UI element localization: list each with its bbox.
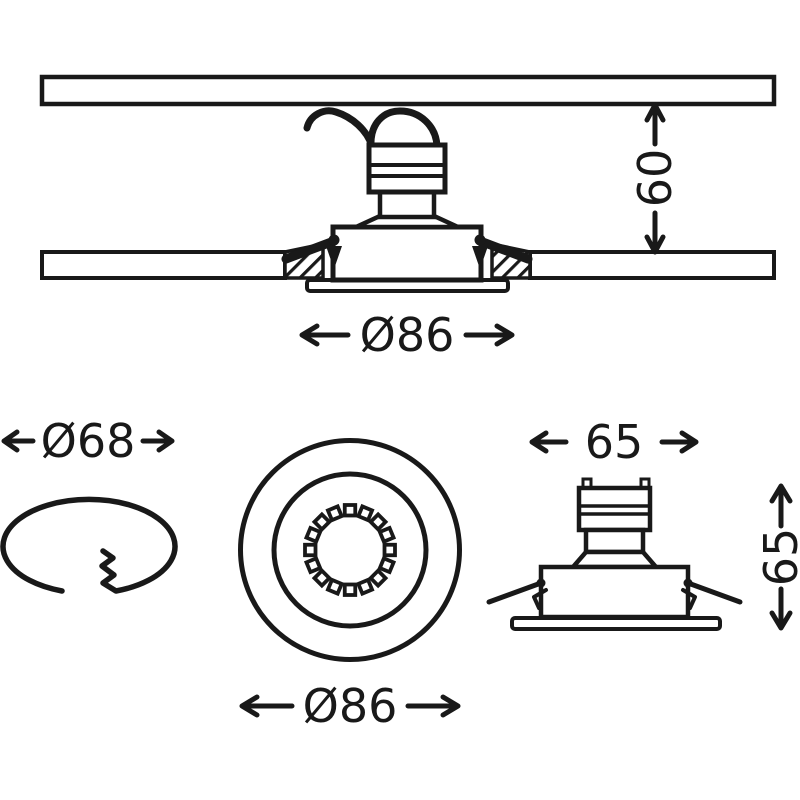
spring-clip-right-section	[472, 234, 533, 269]
arrow-left-icon	[299, 323, 351, 347]
lamp-socket-section	[366, 142, 448, 195]
arrow-down-icon	[769, 586, 793, 631]
arrow-right-icon	[405, 694, 461, 718]
arrow-right-icon	[140, 429, 175, 453]
bezel-inner-ring	[271, 471, 429, 629]
spring-clip-left-section	[281, 234, 342, 269]
arrow-right-icon	[659, 430, 699, 454]
dimension-body-width: 65	[529, 415, 699, 469]
supply-cable-wire-left	[303, 107, 376, 150]
arrow-down-icon	[644, 210, 666, 255]
led-ring	[303, 503, 397, 597]
arrow-left-icon	[239, 694, 295, 718]
spring-clip-right-side	[681, 578, 743, 610]
dimension-cutout-diameter: Ø68	[1, 414, 175, 468]
clip-hook	[681, 588, 697, 610]
led-facet	[311, 511, 333, 533]
side-view: 65 65	[486, 415, 800, 631]
clip-arm	[475, 236, 533, 264]
led-facet	[303, 525, 323, 545]
arrow-up-icon	[769, 483, 793, 529]
clip-arm	[486, 580, 544, 605]
socket-band-lines	[367, 163, 447, 178]
mounting-panel-right	[528, 250, 776, 280]
led-facet	[377, 525, 397, 545]
clip-pivot	[328, 234, 340, 246]
cutout-hole-outline	[0, 496, 178, 594]
dimension-label: 65	[754, 528, 800, 587]
arrow-left-icon	[1, 429, 36, 453]
led-facet	[367, 567, 389, 589]
dimension-label: 60	[628, 149, 682, 208]
dimension-section-diameter: Ø86	[299, 308, 515, 362]
lamp-housing-section	[330, 224, 484, 283]
led-facet	[325, 503, 345, 523]
led-facet	[367, 511, 389, 533]
led-facet	[342, 503, 358, 518]
section-view: 60 Ø86	[39, 74, 777, 362]
clip-hook	[532, 588, 548, 610]
lamp-neck-section	[377, 189, 437, 220]
mounting-panel-left	[40, 250, 287, 280]
dimension-recess-depth: 60	[628, 102, 682, 255]
arrow-up-icon	[644, 102, 666, 147]
dimension-label: Ø86	[303, 679, 398, 733]
front-view: Ø86	[238, 438, 462, 733]
arrow-right-icon	[463, 323, 515, 347]
lamp-neck-side	[583, 527, 646, 555]
clip-pivot	[474, 234, 486, 246]
led-facet	[355, 503, 375, 523]
socket-band-lines	[577, 504, 652, 516]
led-facet	[303, 555, 323, 575]
lamp-socket-side	[576, 485, 653, 533]
led-facet	[311, 567, 333, 589]
clip-wedge	[326, 246, 342, 269]
led-facet	[382, 542, 397, 558]
clip-pivot	[536, 578, 546, 588]
dimension-body-height: 65	[754, 483, 800, 631]
clip-arm	[281, 236, 339, 264]
ceiling-slab	[39, 74, 777, 107]
led-facet	[325, 577, 345, 597]
arrow-left-icon	[529, 430, 569, 454]
cutout-view: Ø68	[0, 414, 178, 594]
led-facet	[377, 555, 397, 575]
led-facet	[303, 542, 318, 558]
supply-cable-wire-right	[367, 107, 441, 150]
led-facet	[355, 577, 375, 597]
dimension-front-diameter: Ø86	[239, 679, 461, 733]
dimension-label: Ø86	[360, 308, 455, 362]
bezel-flange-side	[510, 616, 722, 631]
spring-clip-left-side	[486, 578, 548, 610]
led-facet	[342, 582, 358, 597]
clip-arm	[685, 580, 743, 605]
dimension-label: Ø68	[41, 414, 136, 468]
dimension-label: 65	[585, 415, 644, 469]
clip-pivot	[683, 578, 693, 588]
clip-wedge	[472, 246, 488, 269]
lamp-housing-side	[538, 564, 691, 620]
